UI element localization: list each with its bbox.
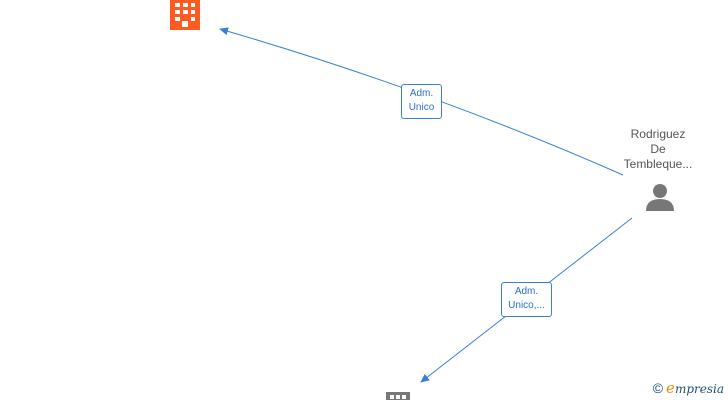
edge-label-bottom[interactable]: Adm. Unico,... [501, 282, 552, 317]
edge-label-top-line-2: Unico [408, 102, 435, 113]
copyright-symbol: © [652, 380, 664, 396]
person-name-line-3: Tembleque... [623, 157, 693, 171]
building-icon[interactable] [170, 0, 200, 30]
logo-initial: e [666, 379, 675, 397]
edge-label-top[interactable]: Adm. Unico [401, 84, 442, 119]
person-icon[interactable] [646, 184, 674, 211]
person-name-line-2: De [650, 142, 666, 156]
edge-label-top-line-1: Adm. [409, 88, 434, 99]
building-icon[interactable] [386, 392, 410, 400]
logo-text: mpresia [674, 382, 724, 396]
empresia-logo: © empresia [653, 379, 724, 397]
person-name-line-1: Rodriguez [630, 127, 686, 141]
edge-label-bottom-line-1: Adm. [514, 286, 539, 297]
person-name-label[interactable]: Rodriguez De Tembleque... [612, 127, 704, 172]
edge-label-bottom-line-2: Unico,... [508, 300, 545, 311]
